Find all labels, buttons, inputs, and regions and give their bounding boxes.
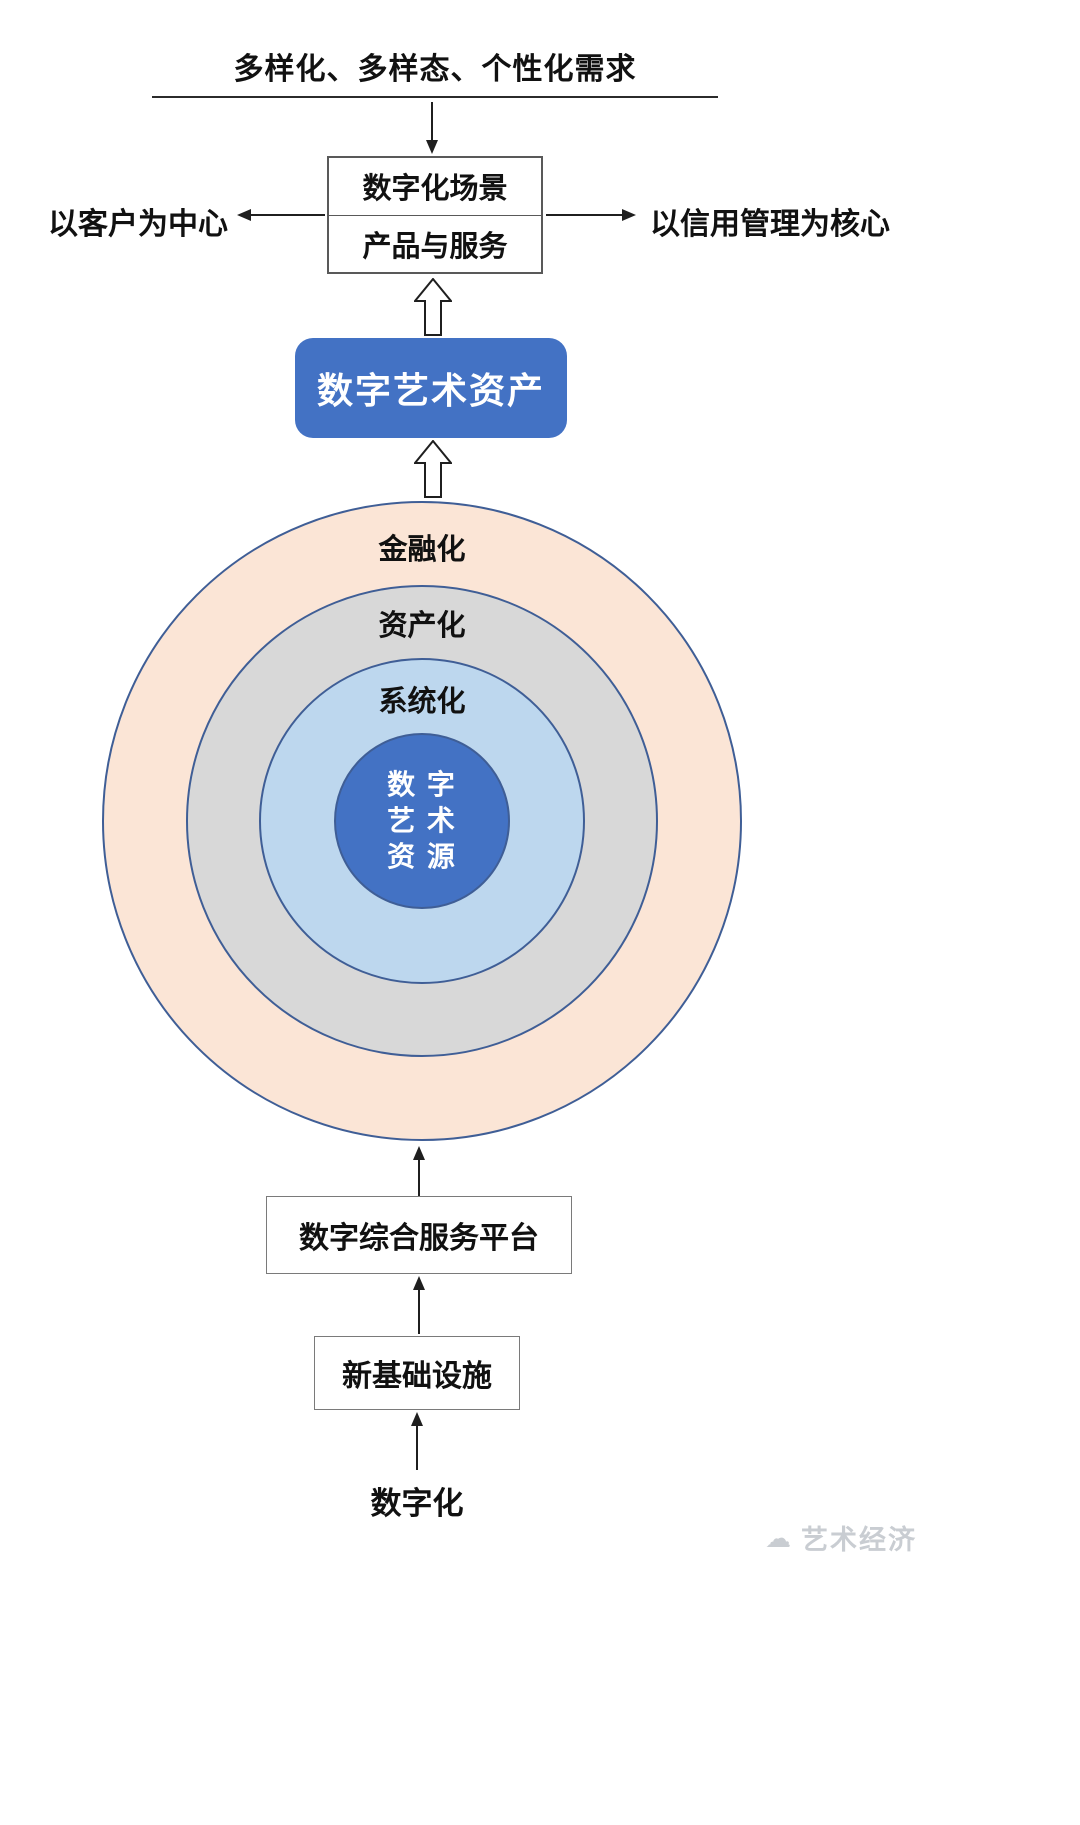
arrow-shaft (251, 214, 325, 216)
ring-label-systematization: 系统化 (378, 686, 466, 718)
arrow-head-down-icon (426, 140, 438, 154)
scenario-box-line2: 产品与服务 (329, 214, 541, 273)
service-platform-box: 数字综合服务平台 (266, 1196, 572, 1274)
digitization-label: 数字化 (370, 1486, 464, 1521)
arrow-right-to-credit (546, 208, 636, 222)
arrow-shaft (418, 1160, 420, 1196)
ring-label-assetization: 资产化 (378, 610, 466, 642)
hollow-arrow-up-icon (414, 278, 452, 336)
scenario-box-line1: 数字化场景 (362, 173, 508, 206)
watermark: ☁ 艺术经济 (765, 1518, 917, 1557)
ring-label-financialization: 金融化 (378, 534, 466, 566)
watermark-logo-icon: ☁ (765, 1522, 793, 1553)
arrow-down-to-scenario (426, 102, 438, 154)
credit-management-label: 以信用管理为核心 (650, 208, 890, 241)
arrow-up-to-rings (413, 1146, 425, 1196)
arrow-shaft (418, 1290, 420, 1334)
arrow-left-to-customer (237, 208, 325, 222)
arrow-head-right-icon (622, 209, 636, 221)
watermark-label: 艺术经济 (801, 1525, 917, 1555)
digital-art-asset-box: 数字艺术资产 (295, 338, 567, 438)
core-line: 艺 术 (387, 805, 457, 836)
customer-centric-label: 以客户为中心 (48, 208, 228, 241)
core-digital-art-resources-circle: 数 字 艺 术 资 源 (334, 733, 510, 909)
arrow-up-to-platform (413, 1276, 425, 1334)
arrow-shaft (546, 214, 622, 216)
demand-title: 多样化、多样态、个性化需求 (233, 53, 637, 86)
demand-underline (152, 96, 718, 98)
scenario-box: 数字化场景 产品与服务 (327, 156, 543, 274)
arrow-up-to-infrastructure (411, 1412, 423, 1470)
arrow-head-left-icon (237, 209, 251, 221)
arrow-shaft (431, 102, 433, 140)
core-line: 资 源 (387, 841, 457, 872)
arrow-shaft (416, 1426, 418, 1470)
core-line: 数 字 (387, 769, 457, 800)
arrow-head-up-icon (413, 1276, 425, 1290)
hollow-arrow-up-icon (414, 440, 452, 498)
new-infrastructure-box: 新基础设施 (314, 1336, 520, 1410)
arrow-head-up-icon (411, 1412, 423, 1426)
arrow-head-up-icon (413, 1146, 425, 1160)
